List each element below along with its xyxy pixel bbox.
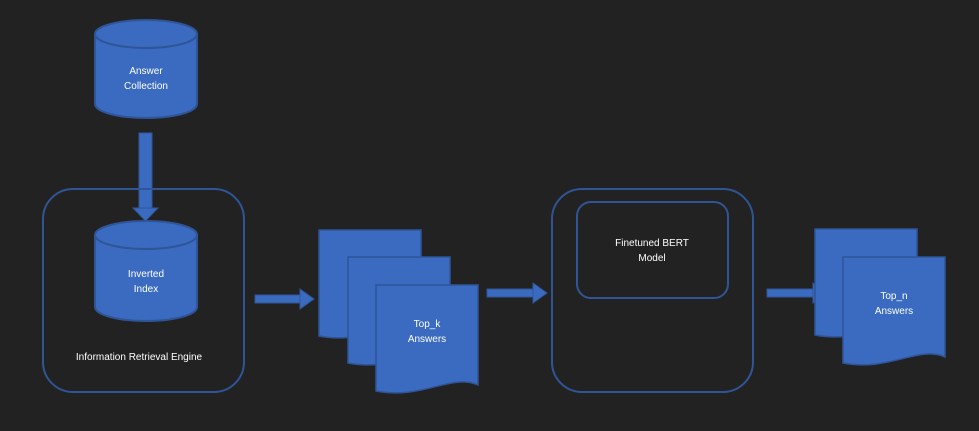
inverted-index-label-line2: Index (134, 284, 158, 295)
answer-collection-label-line1: Answer (129, 66, 163, 77)
top-n-doc-front (842, 256, 946, 366)
answer-collection-cylinder: Answer Collection (94, 19, 198, 119)
inverted-index-label-line1: Inverted (128, 269, 164, 280)
arrow-ir-to-topk (254, 288, 315, 310)
top-k-document-stack: Top_k Answers (318, 229, 479, 394)
down-arrow (131, 132, 160, 222)
bert-label-line1: Finetuned BERT (615, 238, 689, 249)
answer-collection-label-line2: Collection (124, 81, 168, 92)
bert-outer-container (551, 188, 754, 393)
ir-engine-label: Information Retrieval Engine (76, 352, 203, 363)
top-n-label-line2: Answers (875, 306, 913, 317)
ir-engine-container (42, 188, 245, 393)
inverted-index-cylinder: Inverted Index (94, 220, 198, 322)
top-n-label-line1: Top_n (880, 291, 907, 302)
top-n-document-stack: Top_n Answers (814, 228, 946, 366)
top-k-doc-front (375, 284, 479, 394)
bert-label-line2: Model (638, 253, 665, 264)
bert-model-box (576, 201, 729, 299)
top-k-label-line2: Answers (408, 334, 446, 345)
arrow-topk-to-bert (486, 282, 548, 304)
top-k-label-line1: Top_k (414, 319, 442, 330)
